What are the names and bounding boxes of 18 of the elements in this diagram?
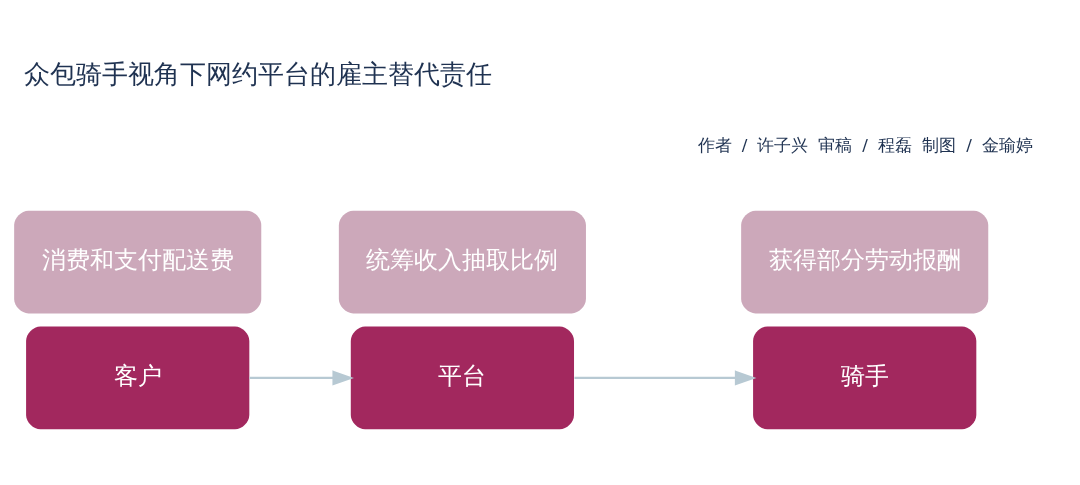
label: 程磊 bbox=[877, 134, 912, 155]
label: 审稿 bbox=[818, 134, 853, 155]
label: 许子兴 bbox=[757, 134, 809, 155]
node-box: 客户 bbox=[26, 326, 250, 429]
node-box: 消费和支付配送费 bbox=[14, 210, 262, 313]
label: 作者 bbox=[697, 134, 732, 155]
label: / bbox=[862, 134, 868, 155]
node-box: 骑手 bbox=[753, 326, 977, 429]
arrow bbox=[574, 369, 757, 385]
label: 金瑜婷 bbox=[981, 134, 1033, 155]
diagram-title: 众包骑手视角下网约平台的雇主替代责任 bbox=[23, 58, 492, 89]
label: 制图 bbox=[922, 134, 956, 155]
node-box: 统筹收入抽取比例 bbox=[338, 210, 586, 313]
arrow bbox=[249, 369, 354, 385]
node-box: 平台 bbox=[350, 326, 574, 429]
label: / bbox=[741, 134, 748, 155]
node-box: 获得部分劳动报酬 bbox=[741, 210, 989, 313]
label: / bbox=[966, 134, 972, 155]
